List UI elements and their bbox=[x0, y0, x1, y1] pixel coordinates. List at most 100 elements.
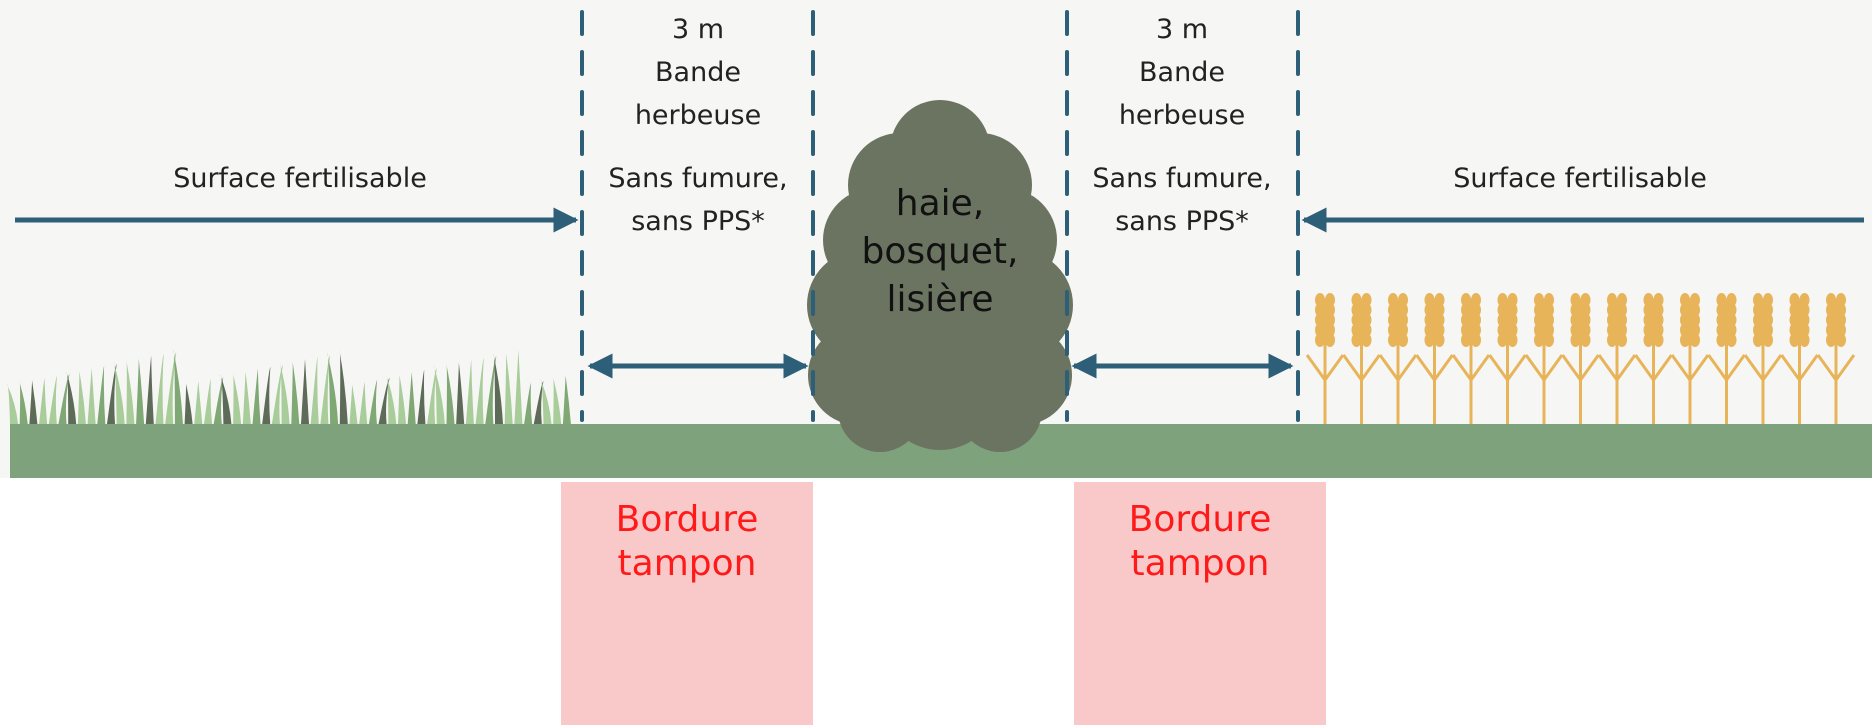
buffer-box-left: Bordure tampon bbox=[561, 482, 813, 725]
grass-blade bbox=[165, 352, 177, 424]
grass-blade bbox=[485, 356, 497, 424]
buffer-right-label: Bordure tampon bbox=[1074, 498, 1326, 586]
grass-blade bbox=[407, 372, 416, 424]
grass-blade bbox=[504, 352, 513, 424]
grass-blade bbox=[213, 377, 224, 424]
grass-blade bbox=[349, 384, 358, 424]
grass-blade bbox=[417, 370, 426, 424]
grass-blade bbox=[339, 351, 348, 424]
wheat-stalk bbox=[1634, 293, 1673, 424]
buffer-left-label: Bordure tampon bbox=[561, 498, 813, 586]
wheat-stalk bbox=[1816, 293, 1856, 424]
buffer-left-line-1: Bordure bbox=[615, 499, 759, 540]
grass-blade bbox=[359, 382, 368, 424]
grass-blade bbox=[465, 360, 474, 424]
hedge-label-line-2: bosquet, bbox=[861, 231, 1019, 272]
grass-blade bbox=[378, 378, 390, 424]
left-strip-labels: 3 m Bande herbeuse bbox=[590, 8, 806, 137]
grass-blade bbox=[514, 350, 523, 424]
wheat-stalk bbox=[1342, 293, 1381, 424]
wheat-stalk bbox=[1488, 293, 1527, 424]
grass-blade bbox=[456, 362, 465, 424]
left-strip-type-label-1: Bande bbox=[655, 57, 741, 88]
grass-blade bbox=[113, 362, 125, 424]
grass-blade bbox=[493, 354, 503, 424]
wheat-stalk bbox=[1743, 293, 1783, 424]
grass-blade bbox=[475, 358, 484, 424]
buffer-right-line-2: tampon bbox=[1130, 543, 1270, 584]
grass-blade bbox=[19, 382, 28, 424]
wheat-stalk bbox=[1597, 293, 1637, 424]
grass-blade bbox=[386, 376, 397, 424]
grass-blade bbox=[29, 380, 38, 424]
right-strip-type-label-2: herbeuse bbox=[1118, 100, 1246, 131]
grass-blade bbox=[280, 363, 290, 424]
grass-blade bbox=[220, 375, 232, 424]
grass-blade bbox=[97, 366, 106, 424]
grass-blade bbox=[553, 377, 562, 424]
grass-blade bbox=[48, 376, 57, 424]
grass-blade bbox=[262, 367, 271, 424]
grass-blade bbox=[368, 380, 378, 424]
grass-blade bbox=[398, 374, 406, 424]
grass-blade bbox=[173, 350, 183, 424]
wheat-stalk bbox=[1524, 293, 1564, 424]
grass-blade bbox=[291, 361, 300, 424]
grass-blade bbox=[184, 383, 193, 424]
grass-blade bbox=[232, 373, 242, 424]
grass-blade bbox=[58, 374, 70, 424]
grass-blade bbox=[39, 378, 48, 424]
left-strip-rule-1: Sans fumure, bbox=[608, 163, 788, 194]
grass-blade bbox=[155, 354, 164, 424]
wheat-stalk bbox=[1707, 293, 1746, 424]
wheat-stalk bbox=[1780, 293, 1819, 424]
grass-blade bbox=[242, 371, 251, 424]
wheat-stalk bbox=[1415, 293, 1454, 424]
grass-blade bbox=[562, 375, 571, 424]
left-strip-width-label: 3 m bbox=[671, 14, 725, 45]
grass-blade bbox=[66, 372, 77, 424]
grass-blade bbox=[7, 384, 18, 424]
grass-blade bbox=[194, 381, 203, 424]
grass-blade bbox=[126, 360, 135, 424]
hedge-bush-icon bbox=[807, 100, 1073, 452]
grass-blade bbox=[427, 368, 437, 424]
grass-blade bbox=[271, 365, 283, 424]
hedge-label-line-3: lisière bbox=[886, 279, 994, 320]
wheat-stalk bbox=[1451, 293, 1491, 424]
buffer-right-line-1: Bordure bbox=[1128, 499, 1272, 540]
right-strip-width-label: 3 m bbox=[1155, 14, 1209, 45]
buffer-box-right: Bordure tampon bbox=[1074, 482, 1326, 725]
wheat-stalk bbox=[1305, 293, 1345, 424]
buffer-left-line-2: tampon bbox=[617, 543, 757, 584]
wheat-stalk bbox=[1378, 293, 1418, 424]
left-surface-label: Surface fertilisable bbox=[173, 163, 427, 194]
grass-blade bbox=[433, 366, 445, 424]
right-surface-label: Surface fertilisable bbox=[1453, 163, 1707, 194]
right-strip-rule-2: sans PPS* bbox=[1115, 206, 1249, 237]
left-strip-type-label-2: herbeuse bbox=[634, 100, 762, 131]
grass-blade bbox=[310, 357, 319, 424]
grass-blade bbox=[301, 359, 309, 424]
right-strip-rule-1: Sans fumure, bbox=[1092, 163, 1272, 194]
hedge-label: haie, bosquet, lisière bbox=[840, 180, 1040, 324]
wheat-stalk bbox=[1561, 293, 1600, 424]
grass-blade bbox=[533, 381, 544, 424]
grass-blade bbox=[136, 358, 145, 424]
grass-blade bbox=[107, 364, 117, 424]
right-strip-type-label-1: Bande bbox=[1139, 57, 1225, 88]
left-strip-rules: Sans fumure, sans PPS* bbox=[580, 157, 816, 243]
hedge-label-line-1: haie, bbox=[895, 183, 985, 224]
grass-blade bbox=[320, 355, 330, 424]
grass-blade bbox=[252, 369, 261, 424]
grass-blade bbox=[87, 368, 96, 424]
right-strip-labels: 3 m Bande herbeuse bbox=[1074, 8, 1290, 137]
wheat-stalk bbox=[1670, 293, 1710, 424]
grass-blade bbox=[145, 356, 154, 424]
grass-blade bbox=[204, 379, 212, 424]
grass-blade bbox=[77, 370, 86, 424]
grass-blade bbox=[524, 383, 533, 424]
grass-blade bbox=[327, 353, 339, 424]
grass-blade bbox=[540, 379, 552, 424]
